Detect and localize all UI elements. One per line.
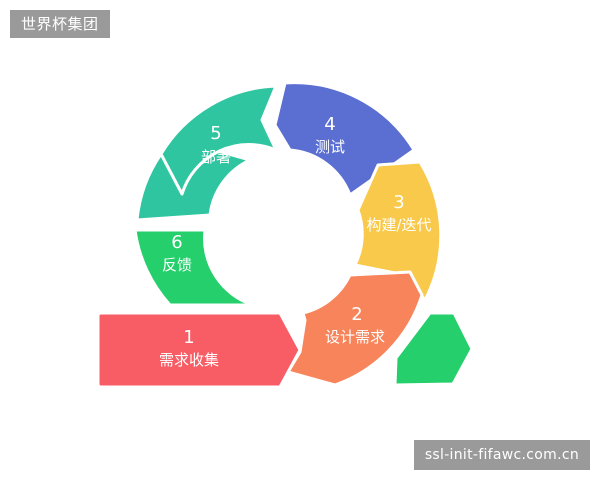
step-5-number: 5 [210,123,221,144]
step-3-segment [353,160,443,302]
step-1-label: 需求收集 [159,351,219,369]
step-2-label: 设计需求 [325,328,385,346]
step-6-arrow-tail [393,311,474,387]
step-3-number: 3 [393,192,404,213]
step-6-segment [133,228,255,307]
step-5-label: 部署 [201,148,231,166]
step-6-number: 6 [171,232,182,253]
step-4-label: 测试 [315,138,345,156]
step-6-label: 反馈 [162,256,192,274]
step-1-segment [96,311,302,389]
step-1-number: 1 [183,327,194,348]
watermark-url: ssl-init-fifawc.com.cn [413,440,590,470]
step-2-segment [286,270,424,387]
step-2-number: 2 [351,304,362,325]
step-4-number: 4 [324,114,335,135]
step-5-segment-top [159,84,278,196]
step-3-label: 构建/迭代 [366,216,431,234]
brand-badge: 世界杯集团 [10,10,110,38]
